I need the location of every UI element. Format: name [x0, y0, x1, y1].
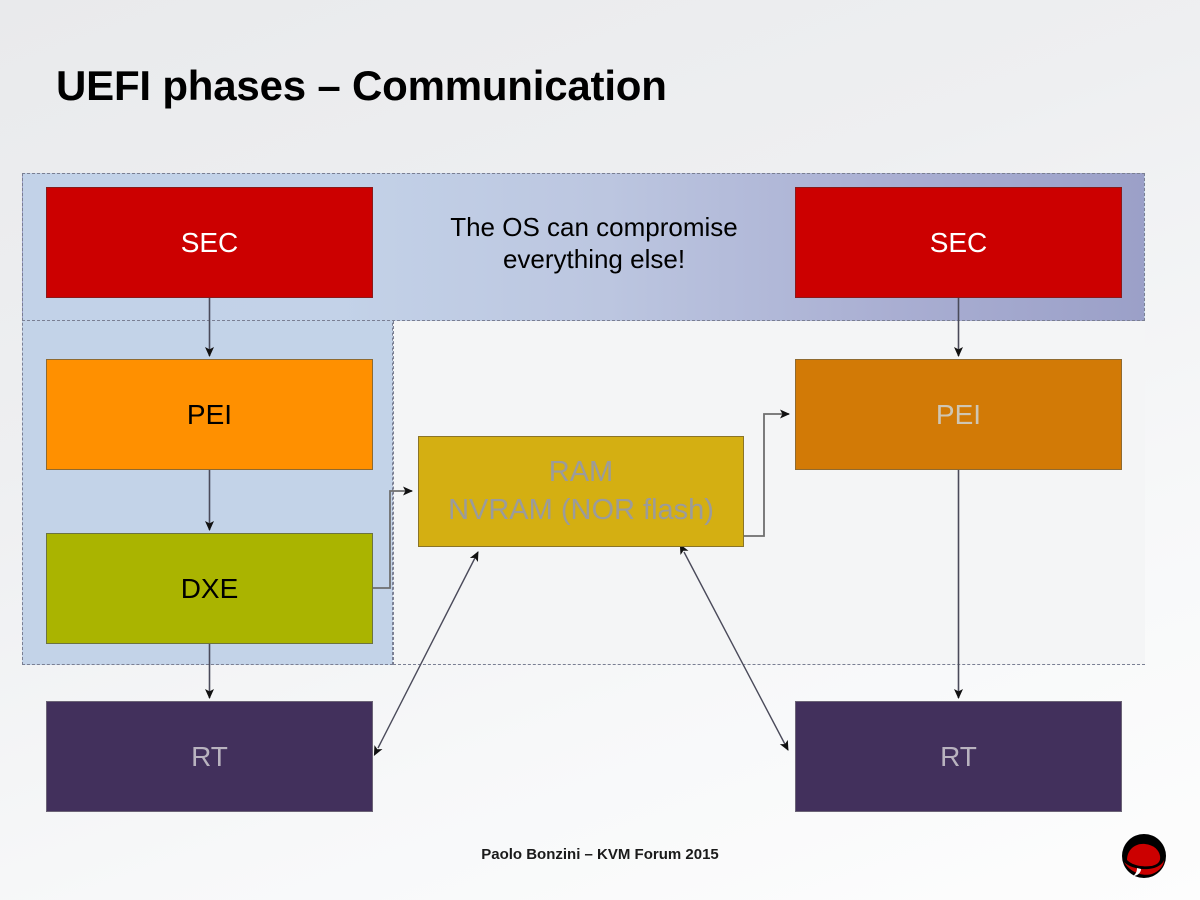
page-title: UEFI phases – Communication: [56, 62, 667, 109]
logo-hat-crown: [1127, 843, 1161, 867]
phase-box-rt-left-label: RT: [191, 740, 228, 772]
phase-box-sec-left-label: SEC: [180, 226, 239, 258]
callout-text: The OS can compromise everything else!: [450, 212, 738, 274]
memory-box-ram[interactable]: RAM NVRAM (NOR flash): [418, 436, 744, 547]
memory-box-ram-label: RAM NVRAM (NOR flash): [448, 455, 714, 526]
logo-hat-brim: [1124, 860, 1164, 875]
footer-credit: Paolo Bonzini – KVM Forum 2015: [481, 846, 719, 863]
phase-box-pei-right-label: PEI: [935, 398, 982, 430]
phase-box-rt-right-label: RT: [940, 740, 977, 772]
phase-box-dxe-left[interactable]: DXE: [46, 533, 373, 644]
phase-box-pei-right[interactable]: PEI: [795, 359, 1122, 470]
phase-box-pei-left[interactable]: PEI: [46, 359, 373, 470]
phase-box-pei-left-label: PEI: [186, 398, 233, 430]
phase-box-sec-right[interactable]: SEC: [795, 187, 1122, 298]
logo-highlight: [1133, 868, 1141, 876]
phase-box-sec-left[interactable]: SEC: [46, 187, 373, 298]
phase-box-rt-left[interactable]: RT: [46, 701, 373, 812]
phase-box-rt-right[interactable]: RT: [795, 701, 1122, 812]
phase-box-dxe-left-label: DXE: [180, 572, 239, 604]
phase-box-sec-right-label: SEC: [929, 226, 988, 258]
red-hat-shadowman-logo: [1122, 834, 1166, 878]
